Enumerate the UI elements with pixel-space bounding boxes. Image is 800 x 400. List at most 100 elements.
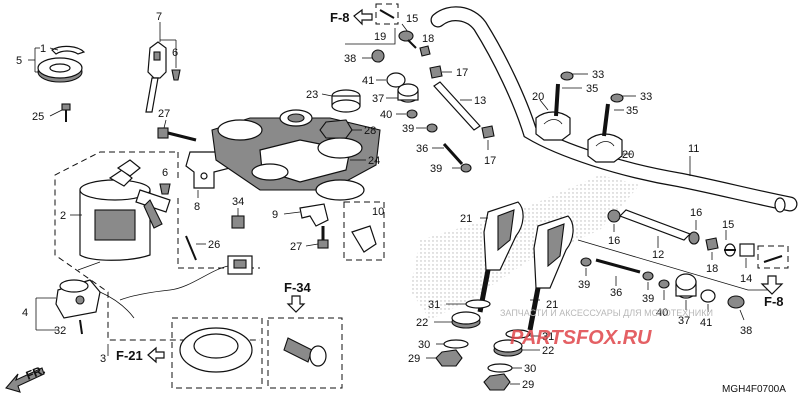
label-29b: 29 <box>522 379 534 391</box>
f21-reference <box>147 346 165 364</box>
bolt-26 <box>185 235 206 261</box>
washer-41b <box>700 289 716 312</box>
washer-40b <box>658 279 670 300</box>
label-15a: 15 <box>406 13 418 25</box>
screw-25 <box>49 103 71 122</box>
label-32: 32 <box>54 325 66 337</box>
ignition-cover-ring <box>37 45 86 83</box>
upper-holder-20a <box>535 71 588 141</box>
label-29a: 29 <box>408 353 420 365</box>
washer-40a <box>396 109 418 119</box>
label-5: 5 <box>16 55 22 67</box>
ignition-key <box>145 22 181 113</box>
label-40a: 40 <box>380 109 392 121</box>
label-1: 1 <box>40 43 46 55</box>
inset-screw-frame <box>375 3 399 25</box>
label-37a: 37 <box>372 93 384 105</box>
nut-28 <box>319 119 362 139</box>
plate-10 <box>351 225 377 253</box>
dotted-shading <box>410 175 640 320</box>
label-26: 26 <box>208 239 220 251</box>
washer-31b <box>505 329 540 339</box>
label-23: 23 <box>306 89 318 101</box>
label-34: 34 <box>232 196 244 208</box>
fuel-cap-inset <box>179 327 253 373</box>
clip-34 <box>231 208 245 229</box>
collar-37b <box>675 273 697 310</box>
f8-top-arrow <box>353 8 373 26</box>
inset-10-frame <box>343 201 385 261</box>
label-18a: 18 <box>422 33 434 45</box>
nut-29b <box>483 373 520 391</box>
washer-41a <box>376 72 406 88</box>
cap-39c <box>580 257 592 276</box>
f21-label: F-21 <box>116 348 143 363</box>
front-direction-arrow <box>5 367 45 393</box>
watermark-line2: PARTSFOX.RU <box>510 327 652 349</box>
label-27a: 27 <box>158 108 170 120</box>
label-20a: 20 <box>532 91 544 103</box>
switch-connector <box>119 255 253 301</box>
nut-17a <box>429 65 452 79</box>
label-38b: 38 <box>740 325 752 337</box>
inset-screw-right-frame <box>757 245 789 269</box>
f8-right-label: F-8 <box>764 294 784 309</box>
nut-18b <box>705 237 719 260</box>
diagram-code: MGH4F0700A <box>722 384 786 395</box>
shaft-12 <box>618 209 692 248</box>
riser-21b <box>527 215 574 331</box>
bushing-22a <box>434 311 481 329</box>
top-bridge <box>211 109 381 201</box>
label-41a: 41 <box>362 75 374 87</box>
label-30b: 30 <box>524 363 536 375</box>
collar-37a <box>386 83 419 103</box>
label-20b: 20 <box>622 149 634 161</box>
label-33b: 33 <box>640 91 652 103</box>
nut-6b <box>159 183 171 195</box>
end-16a <box>607 209 621 232</box>
bolt-19 <box>398 30 417 49</box>
bushing-22b <box>493 339 540 357</box>
bolt-36a <box>432 142 464 166</box>
bolt-15b <box>724 230 736 257</box>
label-33a: 33 <box>592 69 604 81</box>
label-22a: 22 <box>416 317 428 329</box>
label-41b: 41 <box>700 317 712 329</box>
washer-30b <box>487 363 522 373</box>
label-15b: 15 <box>722 219 734 231</box>
label-31b: 31 <box>542 331 554 343</box>
label-3: 3 <box>100 353 106 365</box>
cap-14 <box>739 243 755 268</box>
label-6b: 6 <box>162 167 168 179</box>
label-22b: 22 <box>542 345 554 357</box>
bolt-27-bottom <box>305 226 329 249</box>
cap-39b <box>452 163 472 173</box>
label-38a: 38 <box>344 53 356 65</box>
bracket-1-5 <box>28 47 59 73</box>
f34-label: F-34 <box>284 280 312 295</box>
label-7: 7 <box>156 11 162 23</box>
label-40b: 40 <box>656 307 668 319</box>
label-13: 13 <box>474 95 486 107</box>
label-12: 12 <box>652 249 664 261</box>
label-2: 2 <box>60 210 66 222</box>
label-27b: 27 <box>290 241 302 253</box>
bolt-27-top <box>157 119 197 142</box>
label-21b: 21 <box>546 299 558 311</box>
label-28: 28 <box>364 125 376 137</box>
label-19: 19 <box>374 31 386 43</box>
nut-29a <box>426 349 463 367</box>
label-36b: 36 <box>610 287 622 299</box>
label-39b: 39 <box>430 163 442 175</box>
label-17a: 17 <box>456 67 468 79</box>
nut-17b <box>481 125 495 150</box>
label-39d: 39 <box>642 293 654 305</box>
label-21a: 21 <box>460 213 472 225</box>
label-4: 4 <box>22 307 28 319</box>
inset-cap-frame <box>171 317 263 389</box>
clamp-9 <box>283 203 329 227</box>
label-10: 10 <box>372 206 384 218</box>
label-31a: 31 <box>428 299 440 311</box>
ignition-dashed-frame <box>54 151 260 341</box>
